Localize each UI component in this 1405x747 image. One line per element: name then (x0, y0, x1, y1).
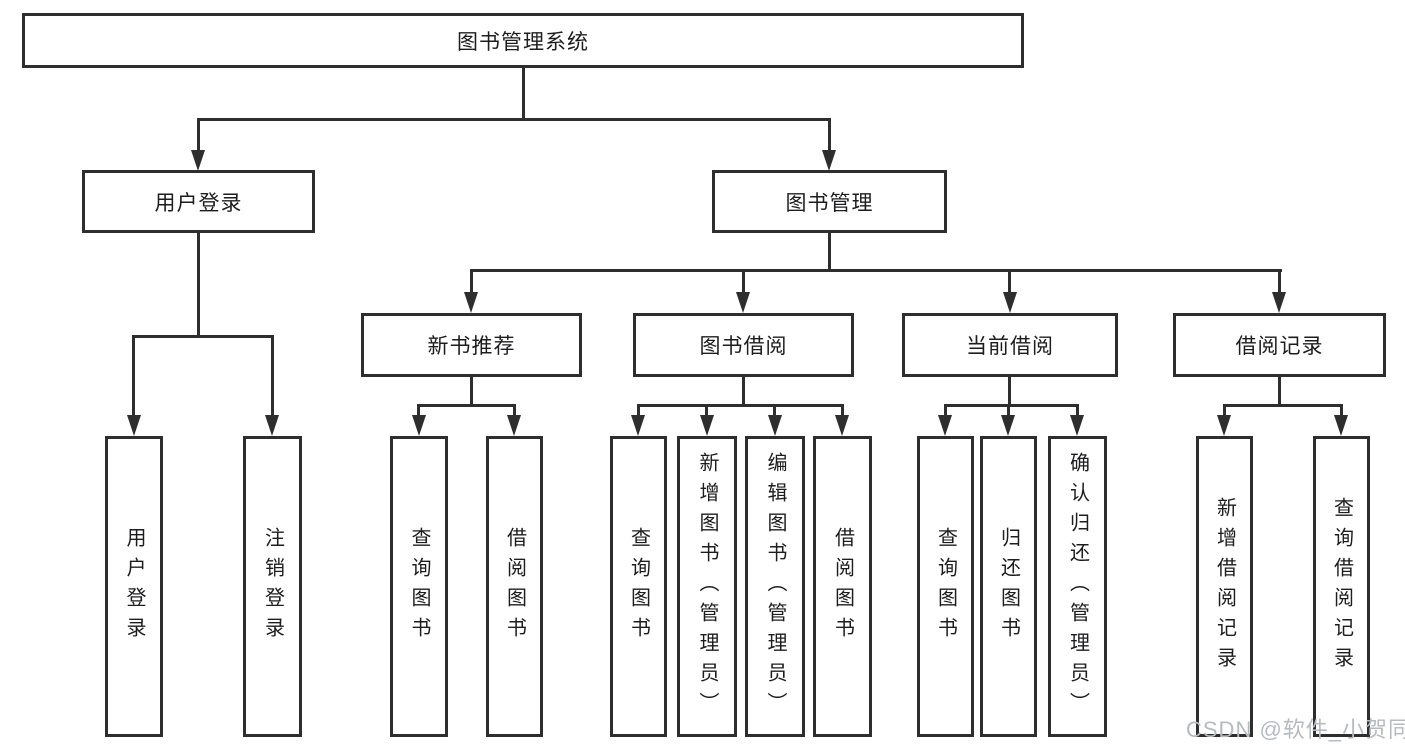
connector-nb2-drop (513, 404, 516, 418)
node-root: 图书管理系统 (22, 13, 1024, 68)
arrowhead-records (1272, 292, 1286, 313)
leaf-borrow-query: 查询图书 (610, 436, 667, 737)
leaf-records-add-label: 新增借阅记录 (1213, 496, 1236, 677)
leaf-records-add: 新增借阅记录 (1196, 436, 1253, 737)
arrowhead-bb4 (835, 415, 849, 436)
leaf-newbooks-query-label: 查询图书 (408, 526, 430, 647)
connector-new-books-drop (470, 269, 473, 295)
leaf-borrow-borrow: 借阅图书 (813, 436, 872, 737)
connector-new-books-rail (417, 404, 516, 407)
leaf-borrow-edit-label: 编辑图书（管理员） (764, 451, 786, 722)
arrowhead-book-mgmt (822, 150, 836, 171)
leaf-current-query: 查询图书 (917, 436, 974, 737)
node-book-mgmt-label: 图书管理 (785, 191, 874, 215)
connector-records-rail (1223, 404, 1343, 407)
node-user-login: 用户登录 (82, 170, 315, 233)
connector-ul1-drop (132, 335, 135, 417)
leaf-borrow-edit: 编辑图书（管理员） (745, 436, 805, 737)
connector-book-mgmt-rail (470, 269, 1282, 272)
leaf-current-query-label: 查询图书 (934, 526, 957, 647)
arrowhead-br1 (1217, 415, 1231, 436)
arrowhead-cb2 (1001, 415, 1015, 436)
arrowhead-nb2 (507, 415, 521, 436)
leaf-current-confirm: 确认归还（管理员） (1048, 436, 1107, 737)
node-new-books-label: 新书推荐 (427, 335, 516, 358)
node-root-label: 图书管理系统 (457, 30, 589, 54)
leaf-logout-label: 注销登录 (261, 526, 284, 647)
arrowhead-current (1003, 292, 1017, 313)
arrowhead-br2 (1334, 415, 1348, 436)
connector-current-stem (1008, 377, 1011, 407)
connector-records-drop (1278, 269, 1281, 295)
connector-br2-drop (1340, 404, 1343, 418)
arrowhead-bb3 (768, 415, 782, 436)
csdn-watermark: CSDN @软件_小贺同学 (1186, 717, 1405, 742)
connector-book-mgmt-drop (828, 118, 831, 152)
connector-current-drop (1008, 269, 1011, 295)
node-new-books: 新书推荐 (361, 313, 582, 377)
leaf-user-login: 用户登录 (105, 436, 163, 737)
leaf-records-query-label: 查询借阅记录 (1330, 496, 1353, 677)
connector-user-login-stem (197, 233, 200, 337)
connector-nb1-drop (417, 404, 420, 418)
arrowhead-new-books (464, 292, 478, 313)
node-current-label: 当前借阅 (966, 335, 1054, 358)
node-user-login-label: 用户登录 (154, 191, 243, 215)
node-records-label: 借阅记录 (1235, 335, 1324, 358)
arrowhead-borrow (736, 292, 750, 313)
arrowhead-nb1 (412, 415, 426, 436)
node-current: 当前借阅 (902, 313, 1118, 377)
connector-bb4-drop (841, 404, 844, 418)
connector-root-rail (197, 118, 831, 121)
leaf-logout: 注销登录 (243, 436, 302, 737)
leaf-borrow-query-label: 查询图书 (627, 526, 650, 647)
arrowhead-ul1 (127, 415, 141, 436)
leaf-borrow-add: 新增图书（管理员） (677, 436, 737, 737)
connector-root-stem (522, 68, 525, 119)
node-book-mgmt: 图书管理 (712, 170, 947, 233)
leaf-user-login-label: 用户登录 (123, 526, 145, 647)
arrowhead-bb1 (631, 415, 645, 436)
connector-cb1-drop (944, 404, 947, 418)
connector-cb2-drop (1007, 404, 1010, 418)
node-borrow-label: 图书借阅 (699, 335, 788, 358)
node-records: 借阅记录 (1173, 313, 1386, 377)
connector-borrow-stem (742, 377, 745, 407)
leaf-borrow-borrow-label: 借阅图书 (831, 526, 854, 647)
connector-book-mgmt-stem (828, 233, 831, 272)
connector-borrow-drop (742, 269, 745, 295)
connector-cb3-drop (1076, 404, 1079, 418)
connector-br1-drop (1223, 404, 1226, 418)
arrowhead-ul2 (265, 415, 279, 436)
connector-new-books-stem (470, 377, 473, 407)
leaf-records-query: 查询借阅记录 (1313, 436, 1370, 737)
leaf-current-return: 归还图书 (980, 436, 1037, 737)
connector-ul2-drop (271, 335, 274, 417)
connector-bb2-drop (705, 404, 708, 418)
arrowhead-user-login (191, 150, 205, 171)
leaf-newbooks-borrow-label: 借阅图书 (503, 526, 526, 647)
arrowhead-cb3 (1070, 415, 1084, 436)
connector-user-login-drop (197, 118, 200, 152)
arrowhead-cb1 (938, 415, 952, 436)
leaf-current-confirm-label: 确认归还（管理员） (1066, 451, 1089, 722)
connector-user-login-rail (132, 335, 274, 338)
leaf-current-return-label: 归还图书 (997, 526, 1020, 647)
connector-bb1-drop (637, 404, 640, 418)
connector-borrow-rail (637, 404, 844, 407)
connector-current-rail (944, 404, 1079, 407)
leaf-newbooks-query: 查询图书 (390, 436, 448, 737)
node-borrow: 图书借阅 (633, 313, 854, 377)
leaf-borrow-add-label: 新增图书（管理员） (696, 451, 718, 722)
connector-bb3-drop (773, 404, 776, 418)
leaf-newbooks-borrow: 借阅图书 (486, 436, 543, 737)
arrowhead-bb2 (700, 415, 714, 436)
connector-records-stem (1278, 377, 1281, 407)
